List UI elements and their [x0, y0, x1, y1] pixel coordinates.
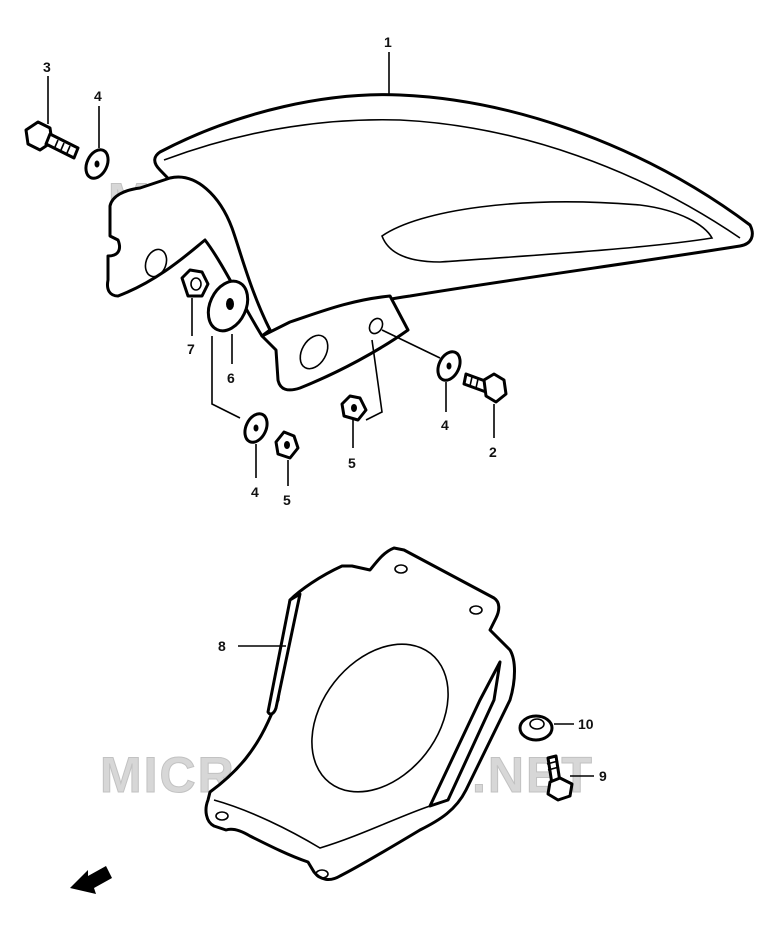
under-cover-left-flange [266, 592, 302, 716]
screw-9-thread-1 [546, 760, 559, 765]
screw-9-thread-2 [547, 766, 560, 771]
bolt-part-3 [24, 120, 80, 160]
nut-7-hole [190, 277, 202, 291]
under-cover-part-8 [204, 546, 516, 881]
callout-1: 1 [384, 34, 392, 50]
under-cover-rear-edge [213, 799, 431, 849]
bolt-2-thread-2 [475, 378, 479, 389]
bolt-3-thread-2 [60, 142, 65, 151]
bolt-part-2 [462, 372, 508, 404]
rear-fender-recess [381, 201, 714, 263]
callout-4-right: 4 [441, 417, 449, 433]
washer-part-6 [206, 279, 250, 333]
washer-6-hole [226, 298, 234, 310]
leader-fastener-axis [381, 329, 441, 359]
callout-6: 6 [227, 370, 235, 386]
under-cover-hole-top [394, 564, 408, 574]
leader-5-center-mount [365, 339, 383, 421]
callout-4-top: 4 [94, 88, 102, 104]
rear-fender-lower-skirt [260, 294, 410, 392]
under-cover-hole-left [215, 811, 229, 821]
callout-10: 10 [578, 716, 594, 732]
under-cover-right-flange [428, 660, 502, 808]
washer-4-right-hole [446, 362, 452, 370]
bolt-3-thread-3 [66, 145, 71, 154]
bolt-2-thread-1 [469, 376, 473, 387]
nut-5-bottom-left-hole [284, 441, 290, 449]
front-arrow-shape [70, 866, 112, 894]
under-cover-recess [311, 643, 449, 793]
washer-4-top-hole [94, 160, 100, 168]
bolt-2-head [482, 372, 508, 404]
rear-fender-mount-hole-left [144, 248, 168, 278]
callout-5-center: 5 [348, 455, 356, 471]
nut-part-7 [180, 268, 210, 298]
callout-8: 8 [218, 638, 226, 654]
bolt-3-thread-1 [54, 139, 59, 148]
callout-2: 2 [489, 444, 497, 460]
callout-7: 7 [187, 341, 195, 357]
rear-fender-mount-hole-right [368, 317, 384, 335]
leader-washer-group [211, 336, 241, 419]
nut-5-center-hole [351, 404, 357, 412]
rear-fender-mount-hole-center [299, 334, 329, 370]
washer-4-bottom-left-hole [253, 424, 259, 432]
front-arrow-icon [70, 866, 112, 894]
nut-7-body [180, 268, 210, 298]
grommet-10-hole [529, 718, 545, 730]
callout-4-bottom-left: 4 [251, 484, 259, 500]
rear-fender-ridge [163, 118, 741, 239]
screw-part-9 [546, 754, 574, 802]
under-cover-body [204, 546, 516, 881]
grommet-part-10 [518, 714, 554, 742]
callout-3: 3 [43, 59, 51, 75]
screw-9-head [546, 776, 574, 802]
under-cover-hole-right [469, 605, 483, 615]
under-cover-hole-bottom [315, 869, 329, 879]
callout-9: 9 [599, 768, 607, 784]
rear-fender [106, 93, 754, 392]
callout-5-bottom-left: 5 [283, 492, 291, 508]
